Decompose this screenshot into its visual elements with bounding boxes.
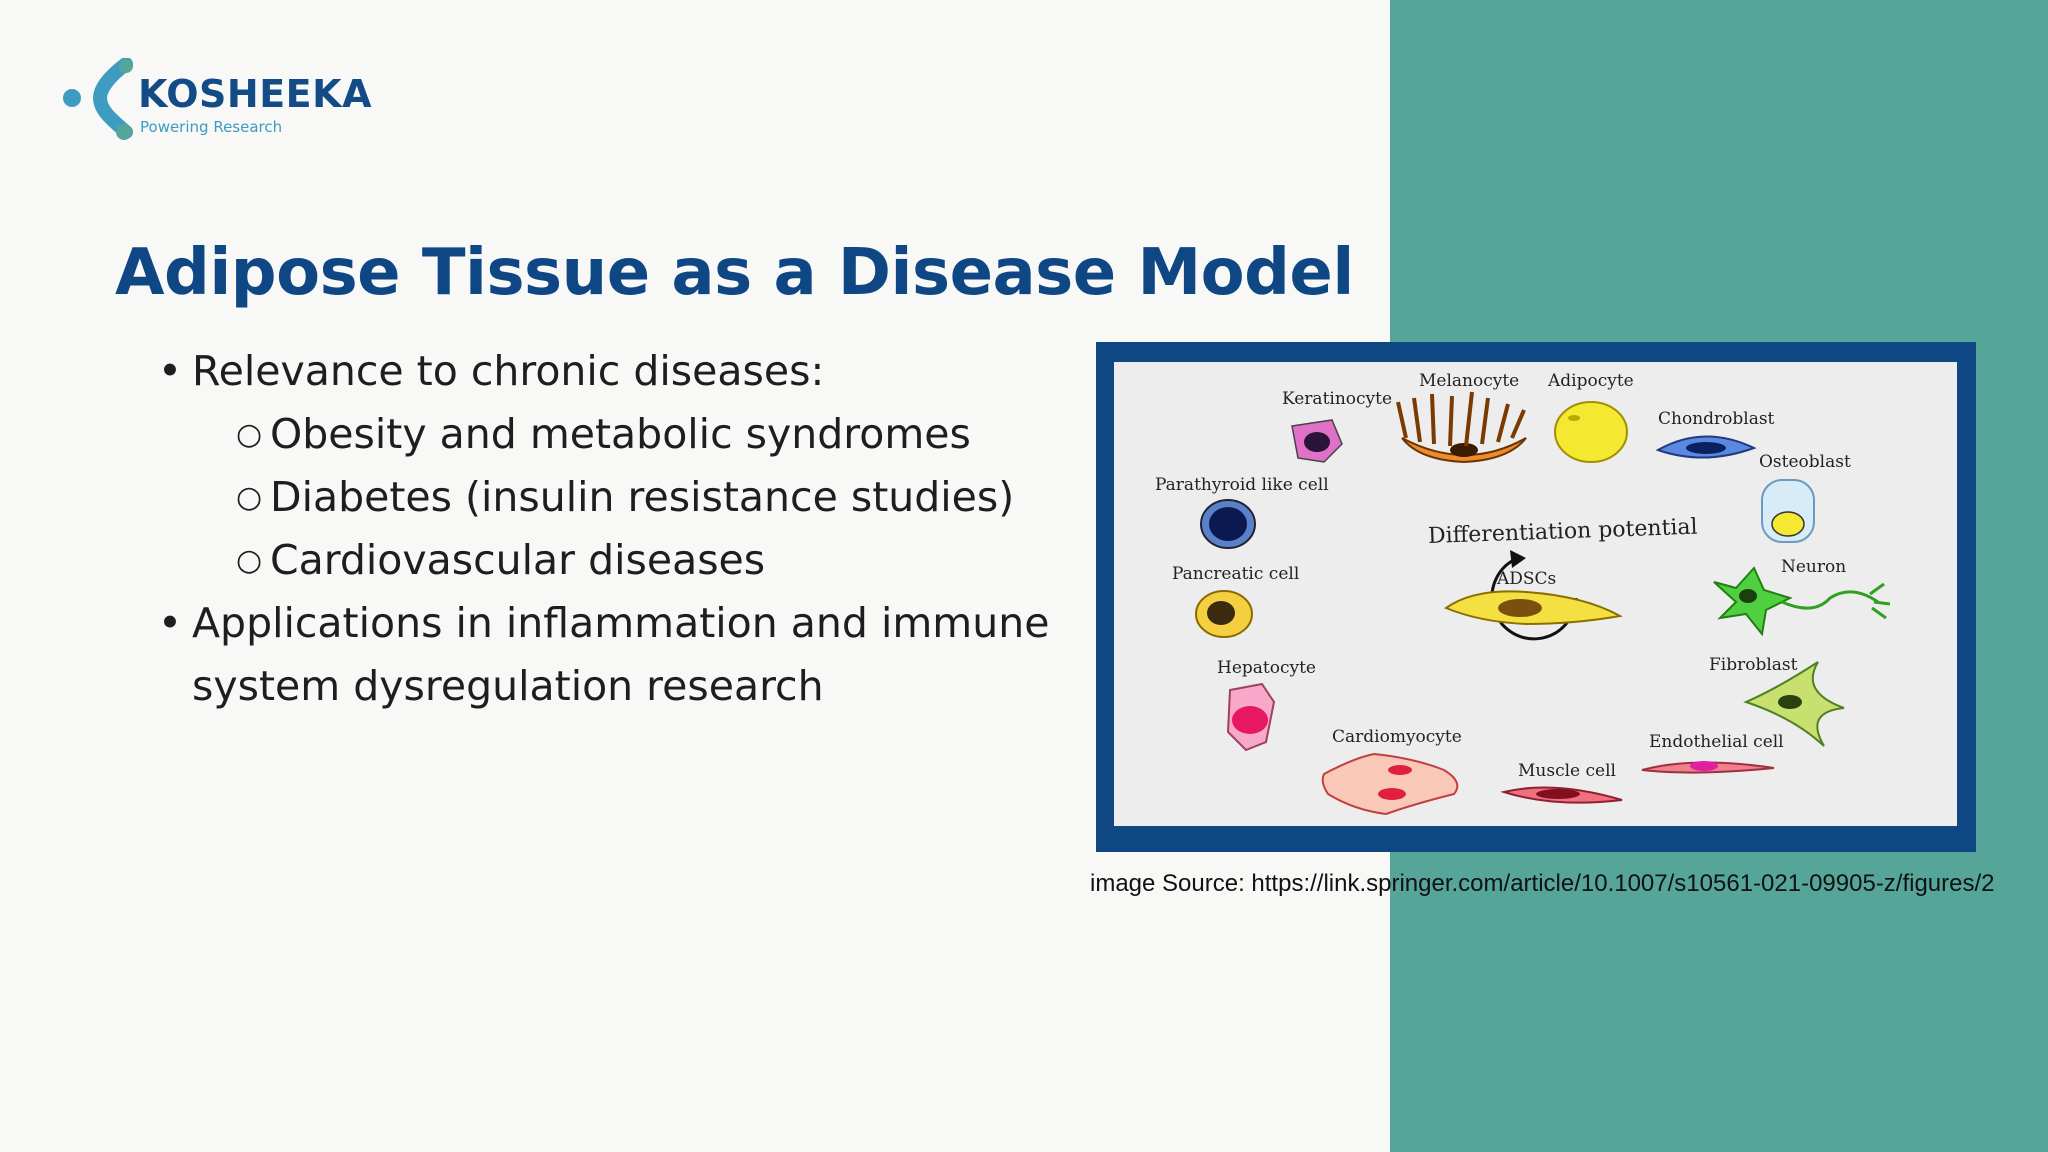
keratinocyte-cell-icon — [1291, 419, 1343, 463]
neuron-cell-icon — [1713, 566, 1891, 637]
sub-bullet-text: Diabetes (insulin resistance studies) — [270, 473, 1015, 521]
bullet-dot-icon: • — [157, 347, 183, 395]
label-parathyroid: Parathyroid like cell — [1155, 475, 1329, 495]
figure-canvas: Keratinocyte Melanocyte Adipocyte Chondr… — [1114, 362, 1957, 826]
sub-bullet-text: Obesity and metabolic syndromes — [270, 410, 971, 458]
bullet-item: • Relevance to chronic diseases: — [148, 340, 1068, 403]
logo-mark-icon — [63, 58, 133, 140]
bullet-text: Applications in inflammation and immune … — [192, 592, 1049, 718]
label-chondroblast: Chondroblast — [1658, 409, 1775, 429]
label-hepatocyte: Hepatocyte — [1217, 658, 1316, 678]
endothelial-cell-icon — [1641, 761, 1775, 774]
bullet-line: system dysregulation research — [192, 662, 824, 710]
label-muscle-cell: Muscle cell — [1518, 761, 1616, 781]
parathyroid-cell-icon — [1200, 499, 1256, 549]
bullet-line: Applications in inflammation and immune — [192, 599, 1050, 647]
image-source-caption: image Source: https://link.springer.com/… — [1090, 870, 1995, 897]
chondroblast-cell-icon — [1655, 435, 1757, 459]
label-keratinocyte: Keratinocyte — [1282, 389, 1392, 409]
kosheeka-logo: KOSHEEKA Powering Research — [60, 58, 390, 143]
pancreatic-cell-icon — [1195, 590, 1253, 638]
osteoblast-cell-icon — [1761, 479, 1815, 543]
bullet-item: • Applications in inflammation and immun… — [148, 592, 1068, 718]
sub-bullet-item: ○ Obesity and metabolic syndromes — [148, 403, 1068, 466]
label-adscs: ADSCs — [1496, 569, 1556, 589]
label-fibroblast: Fibroblast — [1709, 655, 1798, 675]
sub-bullet-text: Cardiovascular diseases — [270, 536, 766, 584]
cardiomyocyte-cell-icon — [1321, 752, 1459, 816]
adipocyte-cell-icon — [1554, 401, 1628, 463]
fibroblast-cell-icon — [1743, 661, 1845, 747]
logo-tagline: Powering Research — [140, 118, 283, 136]
center-title: Differentiation potential — [1428, 515, 1698, 549]
hollow-bullet-icon: ○ — [236, 417, 263, 452]
bullet-list: • Relevance to chronic diseases: ○ Obesi… — [148, 340, 1068, 718]
differentiation-figure: Keratinocyte Melanocyte Adipocyte Chondr… — [1096, 342, 1976, 852]
label-adipocyte: Adipocyte — [1547, 371, 1634, 391]
label-melanocyte: Melanocyte — [1419, 371, 1519, 391]
hollow-bullet-icon: ○ — [236, 543, 263, 578]
sub-bullet-item: ○ Diabetes (insulin resistance studies) — [148, 466, 1068, 529]
label-osteoblast: Osteoblast — [1759, 452, 1851, 472]
label-cardiomyocyte: Cardiomyocyte — [1332, 727, 1462, 747]
label-pancreatic: Pancreatic cell — [1172, 564, 1299, 584]
cell-diagram: Keratinocyte Melanocyte Adipocyte Chondr… — [1155, 371, 1891, 816]
slide-title: Adipose Tissue as a Disease Model — [115, 236, 1354, 310]
logo-wordmark: KOSHEEKA — [138, 72, 372, 116]
bullet-text: Relevance to chronic diseases: — [192, 347, 825, 395]
adsc-cell-icon — [1443, 590, 1623, 626]
bullet-dot-icon: • — [157, 599, 183, 647]
label-neuron: Neuron — [1781, 557, 1846, 577]
sub-bullet-item: ○ Cardiovascular diseases — [148, 529, 1068, 592]
muscle-cell-icon — [1500, 786, 1623, 804]
melanocyte-cell-icon — [1396, 391, 1527, 464]
hepatocyte-cell-icon — [1226, 682, 1276, 752]
hollow-bullet-icon: ○ — [236, 480, 263, 515]
label-endothelial: Endothelial cell — [1649, 732, 1784, 752]
